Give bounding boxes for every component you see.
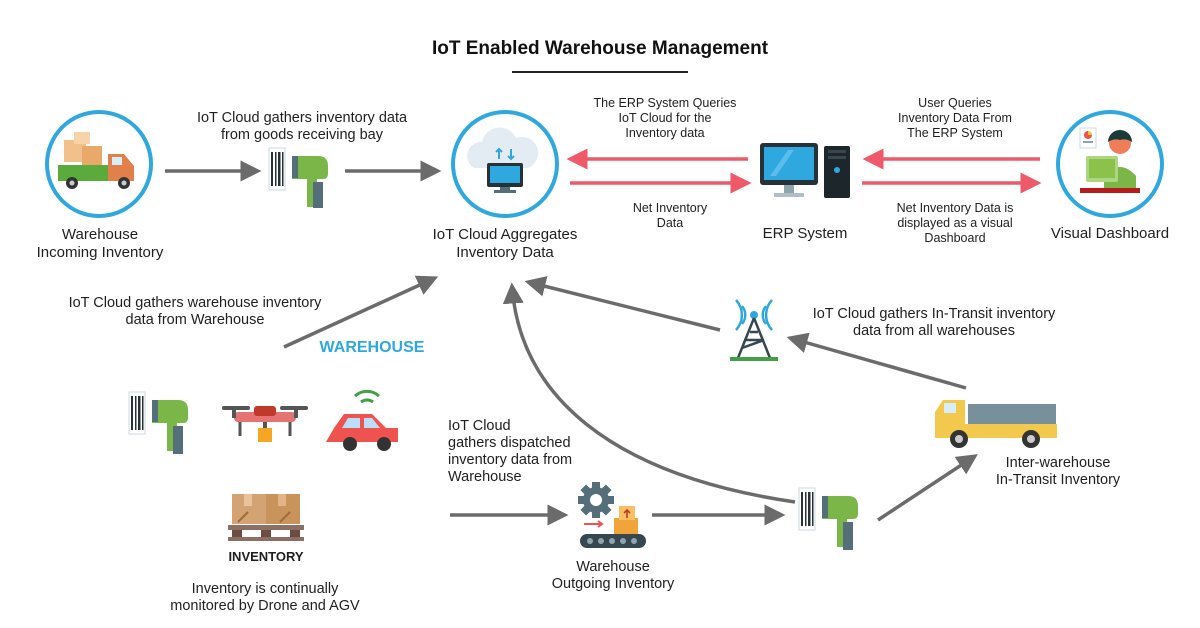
erp-computer-icon [760, 143, 850, 198]
warehouse-gather-annotation: IoT Cloud gathers warehouse inventory da… [68, 295, 322, 328]
warehouse-tag: WAREHOUSE [319, 339, 425, 356]
visual-dashboard-label: Visual Dashboard [1050, 225, 1170, 242]
pallet-boxes-icon [228, 494, 304, 541]
drone-agv-annotation: Inventory is continually monitored by Dr… [170, 581, 360, 614]
in-transit-annotation: IoT Cloud gathers In-Transit inventory d… [812, 306, 1056, 339]
erp-system-label: ERP System [762, 225, 848, 242]
iot-cloud-label: IoT Cloud Aggregates Inventory Data [432, 226, 578, 261]
erp-queries-annotation: The ERP System Queries IoT Cloud for the… [593, 96, 737, 140]
warehouse-outgoing-label: Warehouse Outgoing Inventory [551, 559, 675, 592]
inter-warehouse-label: Inter-warehouse In-Transit Inventory [995, 455, 1121, 488]
truck-icon [45, 110, 153, 218]
arrow-scanner-curve-to-cloud [502, 282, 796, 504]
gray-arrows [165, 160, 978, 526]
title-underline [512, 71, 688, 73]
barcode-scanner-icon [128, 391, 188, 454]
user-queries-annotation: User Queries Inventory Data From The ERP… [898, 96, 1012, 140]
agv-car-icon [326, 389, 398, 451]
cell-tower-icon [730, 299, 778, 361]
transit-truck-icon [935, 400, 1057, 448]
drone-icon [222, 406, 308, 442]
arrow-scanner-to-transit [877, 454, 978, 522]
red-arrows [566, 148, 1042, 194]
net-dashboard-annotation: Net Inventory Data is displayed as a vis… [896, 201, 1014, 245]
arrow-warehouse-to-cloud [283, 275, 439, 349]
barcode-scanner-icon [798, 487, 858, 550]
arrow-tower-to-cloud [524, 276, 721, 332]
inventory-label: INVENTORY [228, 549, 304, 564]
barcode-scanner-icon [268, 147, 328, 208]
arrow-transit-to-tower [786, 332, 967, 390]
page-title: IoT Enabled Warehouse Management [431, 38, 769, 59]
warehouse-incoming-label: Warehouse Incoming Inventory [36, 226, 164, 261]
cloud-computer-icon [451, 110, 559, 218]
dispatched-annotation: IoT Cloud gathers dispatched inventory d… [448, 418, 573, 485]
dashboard-user-icon [1056, 110, 1164, 218]
net-inventory-annotation: Net Inventory Data [632, 201, 708, 230]
receiving-bay-annotation: IoT Cloud gathers inventory data from go… [196, 110, 408, 143]
conveyor-gear-icon [578, 482, 646, 548]
